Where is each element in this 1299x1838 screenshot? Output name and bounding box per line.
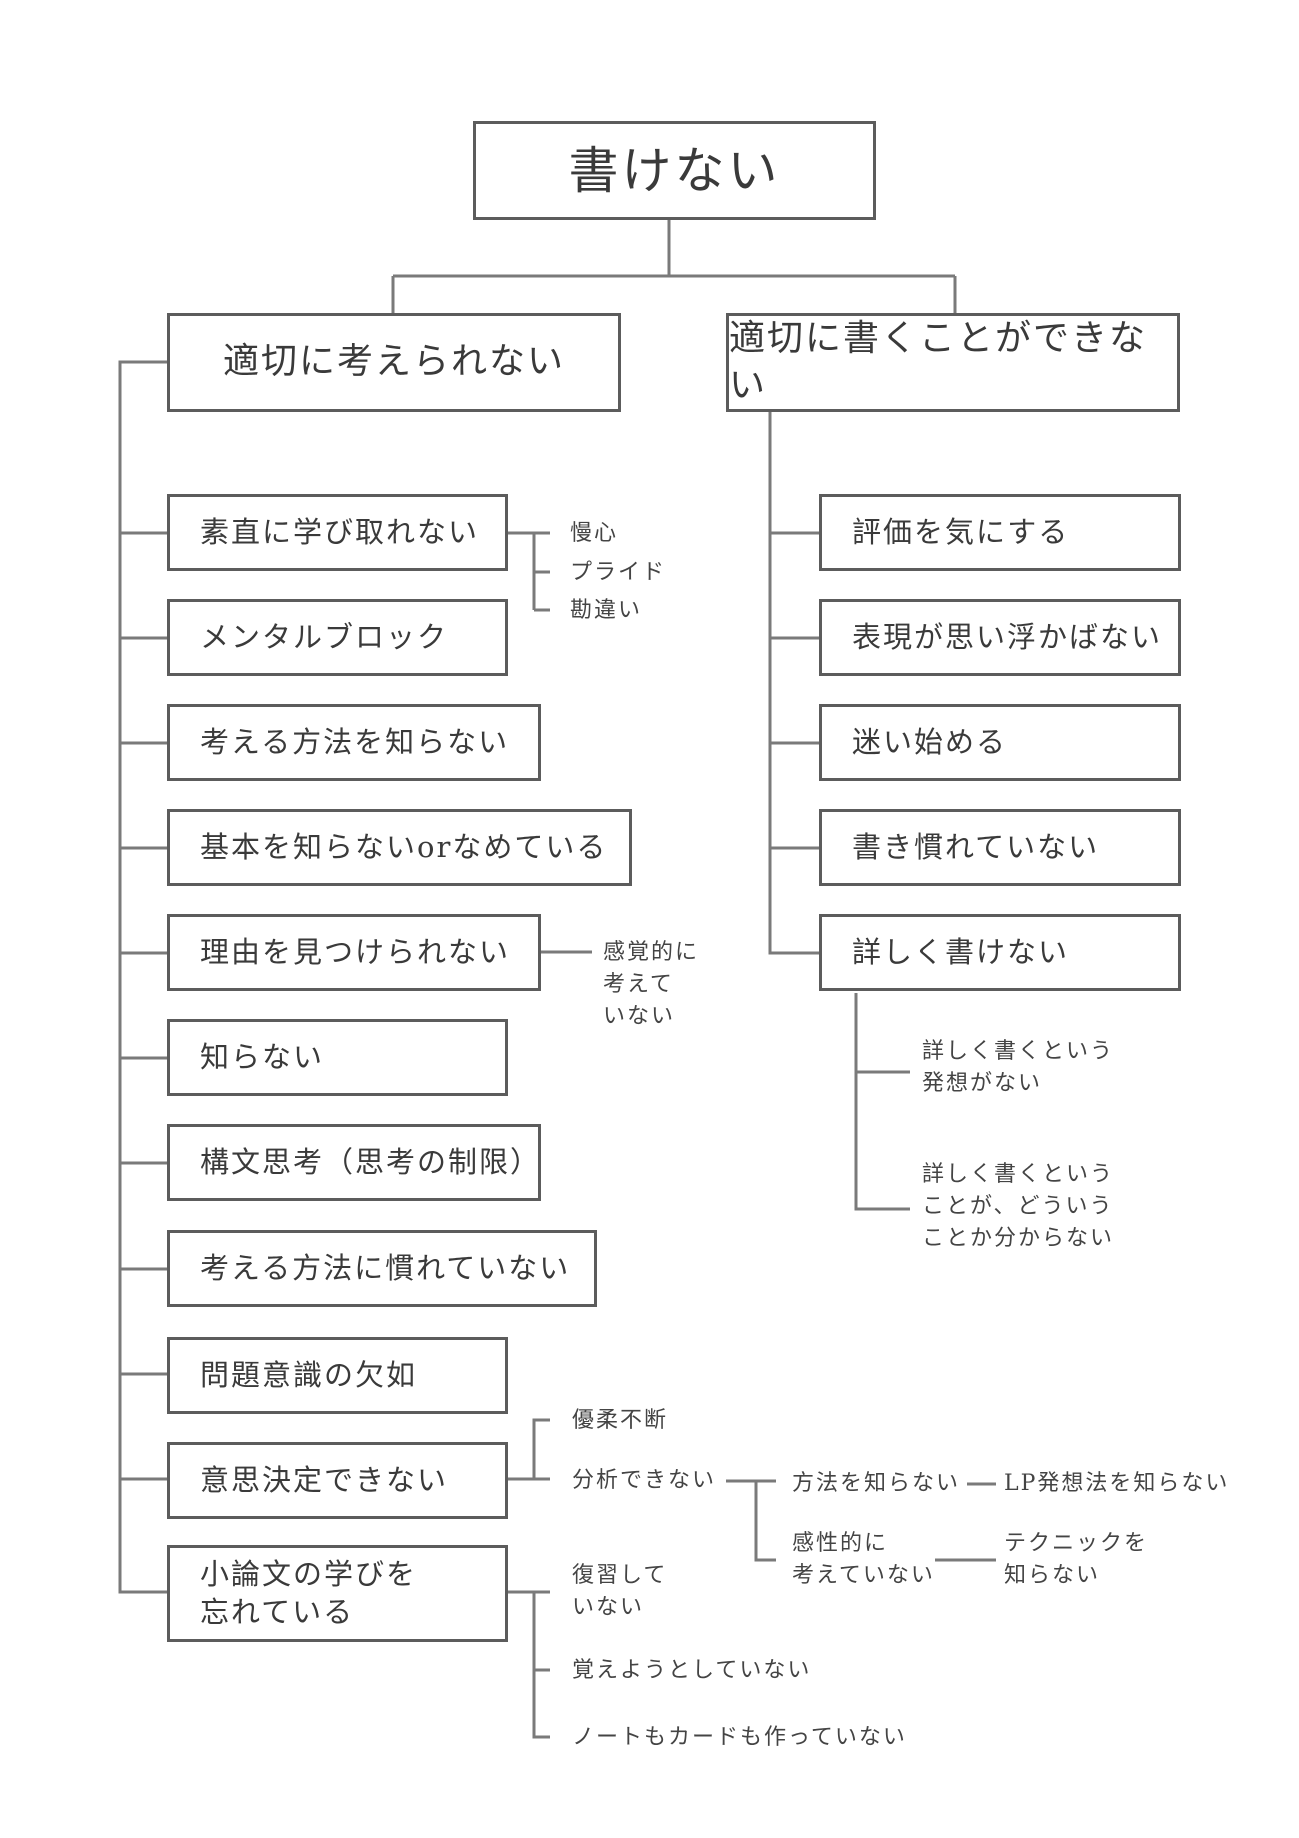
branch-think-label: 適切に考えられない (222, 341, 565, 383)
note-method: 方法を知らない (792, 1471, 961, 1496)
left-item-9: 問題意識の欠如 (167, 1337, 508, 1414)
branch-write-label: 適切に書くことができない (729, 318, 1148, 406)
branch-think: 適切に考えられない (167, 313, 621, 412)
right-item-2: 表現が思い浮かばない (819, 599, 1181, 676)
left-item-10: 意思決定できない (167, 1442, 508, 1519)
left-item-1: 素直に学び取れない (167, 494, 508, 571)
note-detail-2: 詳しく書くという ことが、どういう ことか分からない (922, 1162, 1115, 1251)
note-pride: プライド (570, 560, 667, 585)
note-review: 復習して いない (572, 1563, 668, 1620)
right-item-3: 迷い始める (819, 704, 1181, 781)
root-node: 書けない (473, 121, 876, 220)
left-item-4: 基本を知らないorなめている (167, 809, 632, 886)
root-label: 書けない (568, 141, 781, 200)
note-lp: LP発想法を知らない (1004, 1471, 1230, 1496)
left-item-6: 知らない (167, 1019, 508, 1096)
note-cannot-analyze: 分析できない (572, 1468, 717, 1493)
note-technique: テクニックを 知らない (1004, 1531, 1149, 1588)
left-item-5: 理由を見つけられない (167, 914, 541, 991)
left-item-11: 小論文の学びを 忘れている (167, 1545, 508, 1642)
note-arrogance: 慢心 (570, 521, 619, 546)
right-item-5: 詳しく書けない (819, 914, 1181, 991)
note-indecisive: 優柔不断 (572, 1408, 669, 1433)
note-notebook: ノートもカードも作っていない (572, 1725, 907, 1750)
left-item-2: メンタルブロック (167, 599, 508, 676)
branch-write: 適切に書くことができない (726, 313, 1180, 412)
note-sensory: 感性的に 考えていない (792, 1531, 935, 1588)
right-item-4: 書き慣れていない (819, 809, 1181, 886)
left-item-7: 構文思考（思考の制限） (167, 1124, 541, 1201)
left-item-3: 考える方法を知らない (167, 704, 541, 781)
right-item-1: 評価を気にする (819, 494, 1181, 571)
note-memorize: 覚えようとしていない (572, 1658, 812, 1683)
note-reason: 感覚的に 考えて いない (603, 940, 700, 1029)
left-item-8: 考える方法に慣れていない (167, 1230, 597, 1307)
note-misunderstanding: 勘違い (570, 598, 643, 623)
note-detail-1: 詳しく書くという 発想がない (922, 1039, 1115, 1096)
